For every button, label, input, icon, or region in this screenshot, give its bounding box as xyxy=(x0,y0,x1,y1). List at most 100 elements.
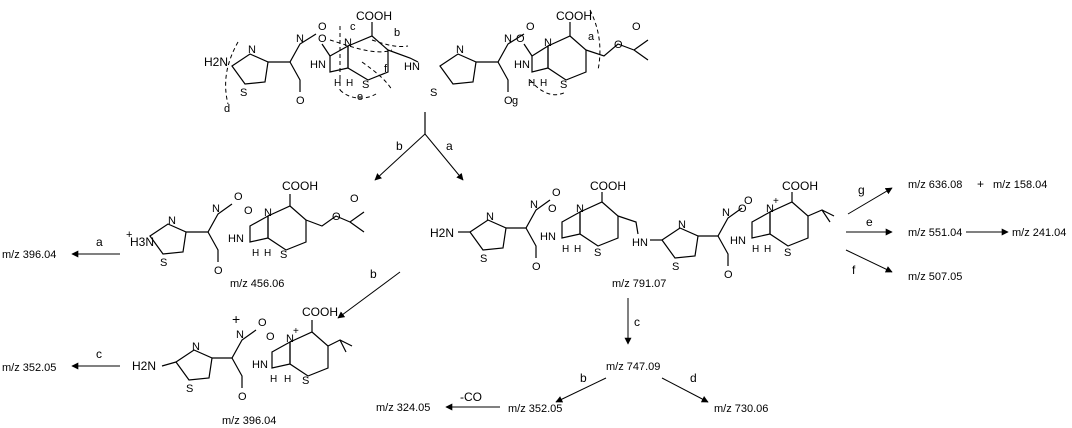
atom-label-s: S xyxy=(160,257,167,269)
atom-label-o: O xyxy=(532,261,541,273)
atom-label-o: O xyxy=(332,211,341,223)
atom-label-o: O xyxy=(350,193,359,205)
fragment-396: + H2N N S N O O HN O N + S COOH H H m/z … xyxy=(132,305,353,427)
atom-label-s: S xyxy=(594,247,601,259)
arrow-label-d: d xyxy=(690,371,697,385)
atom-label-h: H xyxy=(264,248,271,259)
atom-label-h: H xyxy=(252,248,259,259)
atom-label-o: O xyxy=(548,203,557,215)
arrow-label-c: c xyxy=(634,315,640,329)
ion-mz-551: m/z 551.04 xyxy=(908,227,962,239)
atom-label-s: S xyxy=(784,247,791,259)
arrow-label-b: b xyxy=(580,371,587,385)
arrow-label-b: b xyxy=(396,139,403,153)
atom-label-n: N xyxy=(212,203,220,215)
atom-label-s: S xyxy=(430,87,437,99)
atom-label-h: H xyxy=(270,374,277,385)
cut-label-g: g xyxy=(512,95,518,107)
atom-label-o: O xyxy=(724,269,733,281)
atom-label-plus: + xyxy=(773,196,779,207)
arrow-label-c: c xyxy=(96,347,102,361)
arrow-label-minus-co: -CO xyxy=(460,390,482,404)
ion-mz-456: m/z 456.06 xyxy=(230,278,284,290)
atom-label-hn: HN xyxy=(730,235,746,247)
atom-label-o: O xyxy=(614,39,623,51)
atom-label-n: N xyxy=(456,44,464,56)
atom-label-h3n: H3N xyxy=(130,235,154,249)
atom-label-n: N xyxy=(286,333,294,345)
atom-label-hn: HN xyxy=(228,233,244,245)
atom-label-o: O xyxy=(238,391,247,403)
ion-mz-791: m/z 791.07 xyxy=(612,278,666,290)
cut-label-f: f xyxy=(384,63,388,75)
atom-label-n: N xyxy=(544,37,552,49)
atom-label-o: O xyxy=(526,21,535,33)
atom-label-h: H xyxy=(528,78,535,89)
atom-label-hn: HN xyxy=(514,59,530,71)
atom-label-o: O xyxy=(516,33,525,45)
atom-label-n: N xyxy=(236,329,244,341)
cut-label-e: e xyxy=(357,91,363,103)
atom-label-hn: HN xyxy=(252,359,268,371)
arrow-791-to-636 xyxy=(847,187,893,215)
ion-mz-747: m/z 747.09 xyxy=(606,361,660,373)
arrow-456-to-396b xyxy=(337,271,401,319)
cut-label-d: d xyxy=(224,103,230,115)
atom-label-s: S xyxy=(302,375,309,387)
atom-label-h: H xyxy=(540,78,547,89)
atom-label-n: N xyxy=(344,37,352,49)
atom-label-h: H xyxy=(346,78,353,89)
atom-label-h2n: H2N xyxy=(430,226,454,240)
atom-label-o: O xyxy=(234,191,243,203)
split-arrows: b a xyxy=(374,112,464,181)
atom-label-cooh: COOH xyxy=(556,9,592,23)
atom-label-n: N xyxy=(264,207,272,219)
atom-label-hn: HN xyxy=(310,59,326,71)
thiazole-ring-1 xyxy=(231,53,269,85)
atom-label-n: N xyxy=(576,203,584,215)
ion-mz-352-left: m/z 352.05 xyxy=(2,362,56,374)
atom-label-s: S xyxy=(480,253,487,265)
atom-label-o: O xyxy=(214,265,223,277)
ion-mz-241: m/z 241.04 xyxy=(1012,227,1066,239)
atom-label-s: S xyxy=(362,79,369,91)
cut-label-c: c xyxy=(350,21,356,33)
atom-label-s: S xyxy=(280,249,287,261)
atom-label-plus: + xyxy=(126,229,132,241)
ion-mz-636: m/z 636.08 xyxy=(908,179,962,191)
atom-label-n: N xyxy=(248,44,256,56)
atom-label-s: S xyxy=(672,261,679,273)
atom-label-n: N xyxy=(504,33,512,45)
atom-label-s: S xyxy=(560,79,567,91)
ion-mz-730: m/z 730.06 xyxy=(714,403,768,415)
atom-label-hn: HN xyxy=(540,231,556,243)
ion-plus-sign: + xyxy=(232,311,240,327)
arrow-747-to-730 xyxy=(661,377,709,403)
atom-label-n: N xyxy=(192,341,200,353)
arrow-label-g: g xyxy=(858,183,865,197)
atom-label-n: N xyxy=(530,199,538,211)
atom-label-cooh: COOH xyxy=(782,179,818,193)
atom-label-o: O xyxy=(738,203,747,215)
fragment-791: H2N N S N O O HN O N S COOH H H HN N S N… xyxy=(430,179,835,290)
atom-label-h: H xyxy=(562,244,569,255)
atom-label-h: H xyxy=(574,244,581,255)
atom-label-hn: HN xyxy=(632,237,648,249)
atom-label-hn: HN xyxy=(404,61,420,73)
cut-label-b: b xyxy=(394,27,400,39)
atom-label-n: N xyxy=(296,33,304,45)
ion-mz-396-bottom: m/z 396.04 xyxy=(222,415,276,427)
atom-label-o: O xyxy=(552,187,561,199)
atom-label-n: N xyxy=(722,207,730,219)
arrow-label-e: e xyxy=(866,215,873,229)
cut-label-a: a xyxy=(588,31,595,43)
arrow-label-a: a xyxy=(96,235,103,249)
atom-label-cooh: COOH xyxy=(282,179,318,193)
fragment-456: + H3N N S N O O HN O N S COOH H H O O m/… xyxy=(126,179,365,290)
ion-mz-507: m/z 507.05 xyxy=(908,271,962,283)
ion-mz-158: m/z 158.04 xyxy=(993,179,1047,191)
atom-label-h: H xyxy=(284,374,291,385)
atom-label-plus: + xyxy=(293,326,299,337)
atom-label-h: H xyxy=(752,244,759,255)
